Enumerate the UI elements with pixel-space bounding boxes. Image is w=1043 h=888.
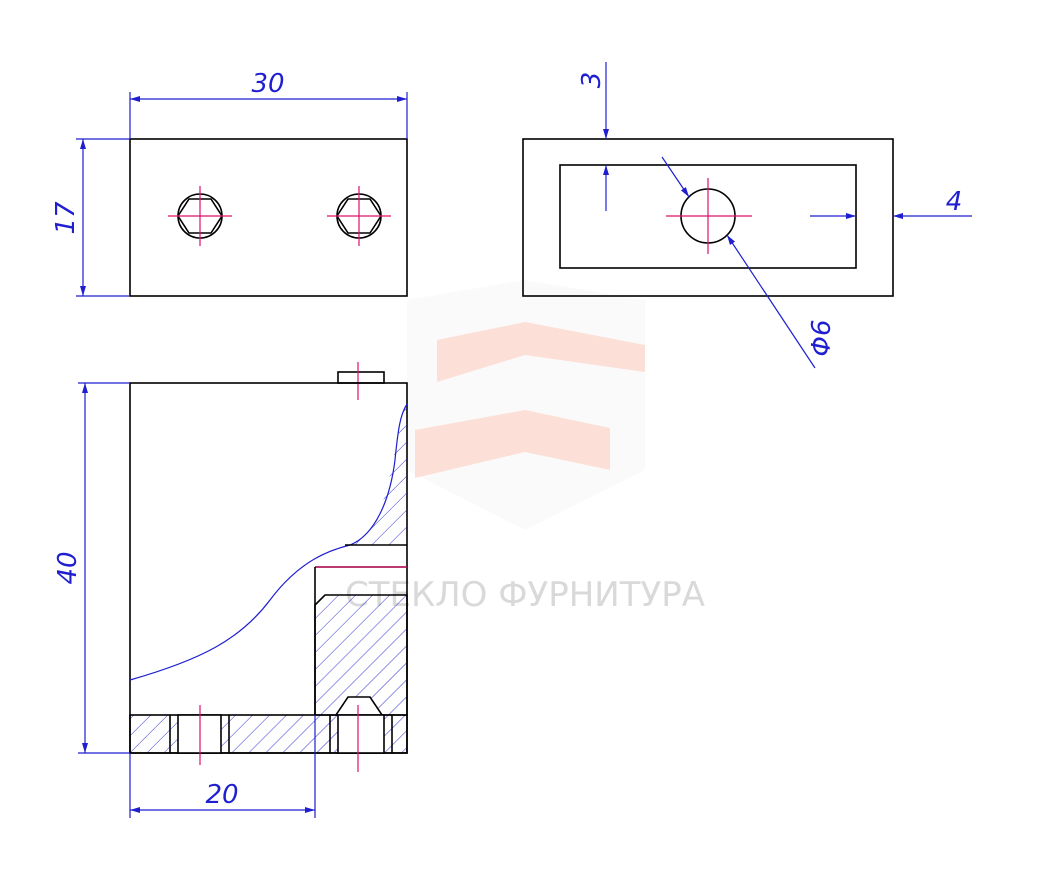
hex-bolt-right: [327, 186, 391, 246]
dimension-base-offset: 20: [129, 715, 316, 818]
top-left-outline: [129, 138, 408, 297]
top-left-view: 30 17: [51, 69, 408, 297]
hatched-block: [314, 594, 408, 716]
dimension-label-3: 3: [577, 72, 607, 89]
center-hole: [666, 178, 752, 254]
dimension-height-front: 40: [53, 382, 130, 754]
top-right-view: 3 4 Φ6: [522, 62, 972, 369]
dimension-label-30: 30: [251, 69, 284, 99]
dimension-label-40: 40: [53, 551, 83, 584]
top-boss: [337, 371, 385, 384]
break-line: [129, 403, 408, 681]
dimension-label-20: 20: [205, 780, 238, 810]
dimension-label-17: 17: [51, 201, 81, 235]
hex-bolt-left: [168, 186, 232, 246]
dimension-hole-diameter: Φ6: [661, 156, 837, 369]
watermark-logo: [407, 280, 645, 530]
base-plate: [129, 705, 408, 772]
dimension-slot-offset: 4: [810, 187, 972, 219]
dimension-height-top: 17: [51, 138, 130, 297]
dimension-width-top: 30: [129, 69, 408, 139]
dimension-label-4: 4: [946, 187, 963, 217]
dimension-label-phi6: Φ6: [807, 319, 837, 356]
dimension-wall-offset: 3: [577, 62, 609, 211]
